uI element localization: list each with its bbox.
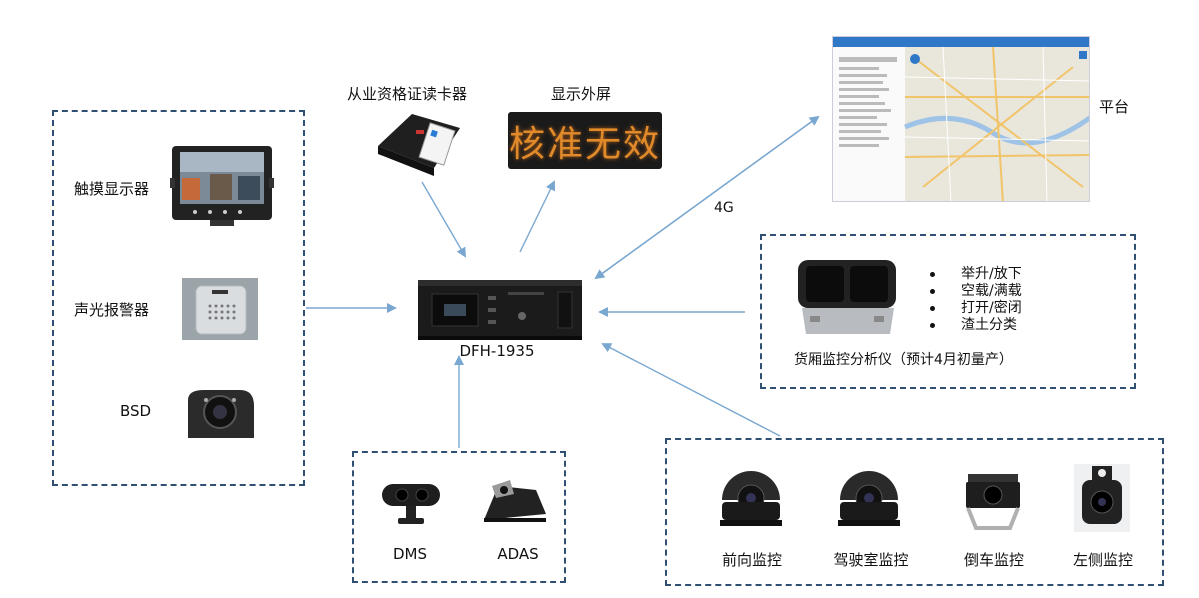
cargo-feature-1: 举升/放下 bbox=[930, 263, 1022, 283]
alarm-image bbox=[182, 278, 258, 344]
arrow-platform-back bbox=[594, 116, 819, 280]
touch-display-label: 触摸显示器 bbox=[74, 180, 150, 198]
touch-display-image bbox=[170, 144, 274, 232]
cab-camera-image bbox=[836, 470, 902, 536]
left-monitor-label: 左侧监控 bbox=[1072, 551, 1134, 569]
platform-label: 平台 bbox=[1099, 98, 1130, 116]
card-reader-label: 从业资格证读卡器 bbox=[346, 85, 468, 103]
arrow-led-screen bbox=[519, 180, 556, 253]
cab-monitor-label: 驾驶室监控 bbox=[833, 551, 909, 569]
cargo-feature-3: 打开/密闭 bbox=[930, 297, 1022, 317]
arrow-card-reader bbox=[421, 181, 467, 258]
dms-label: DMS bbox=[392, 545, 428, 563]
arrow-cameras bbox=[601, 343, 781, 437]
4g-link-label: 4G bbox=[714, 200, 734, 216]
cargo-feature-4: 渣土分类 bbox=[930, 314, 1017, 334]
cargo-monitor-image bbox=[794, 256, 902, 342]
front-camera-image bbox=[718, 470, 784, 536]
led-screen-label: 显示外屏 bbox=[550, 85, 612, 103]
led-screen-text: 核准无效 bbox=[508, 123, 661, 165]
cargo-monitor-label: 货厢监控分析仪（预计4月初量产） bbox=[794, 352, 1013, 368]
bsd-camera-image bbox=[184, 386, 258, 446]
dms-camera-image bbox=[380, 480, 444, 532]
led-screen-image: 核准无效 bbox=[508, 112, 662, 169]
left-group-box bbox=[52, 110, 305, 486]
reverse-monitor-label: 倒车监控 bbox=[963, 551, 1025, 569]
reverse-camera-image bbox=[962, 470, 1024, 536]
adas-camera-image bbox=[470, 476, 550, 530]
front-monitor-label: 前向监控 bbox=[721, 551, 783, 569]
bsd-label: BSD bbox=[120, 402, 152, 420]
alarm-label: 声光报警器 bbox=[74, 301, 150, 319]
left-camera-image bbox=[1074, 464, 1130, 536]
cargo-monitor-box bbox=[760, 234, 1136, 389]
card-reader-image bbox=[372, 106, 468, 182]
adas-label: ADAS bbox=[497, 545, 539, 563]
cargo-feature-2: 空载/满载 bbox=[930, 280, 1022, 300]
cameras-box bbox=[665, 438, 1164, 586]
dms-adas-box bbox=[352, 451, 566, 583]
dfh-1935-device-image bbox=[418, 280, 582, 344]
platform-map-image bbox=[832, 36, 1090, 202]
dfh-1935-label: DFH-1935 bbox=[459, 342, 535, 360]
